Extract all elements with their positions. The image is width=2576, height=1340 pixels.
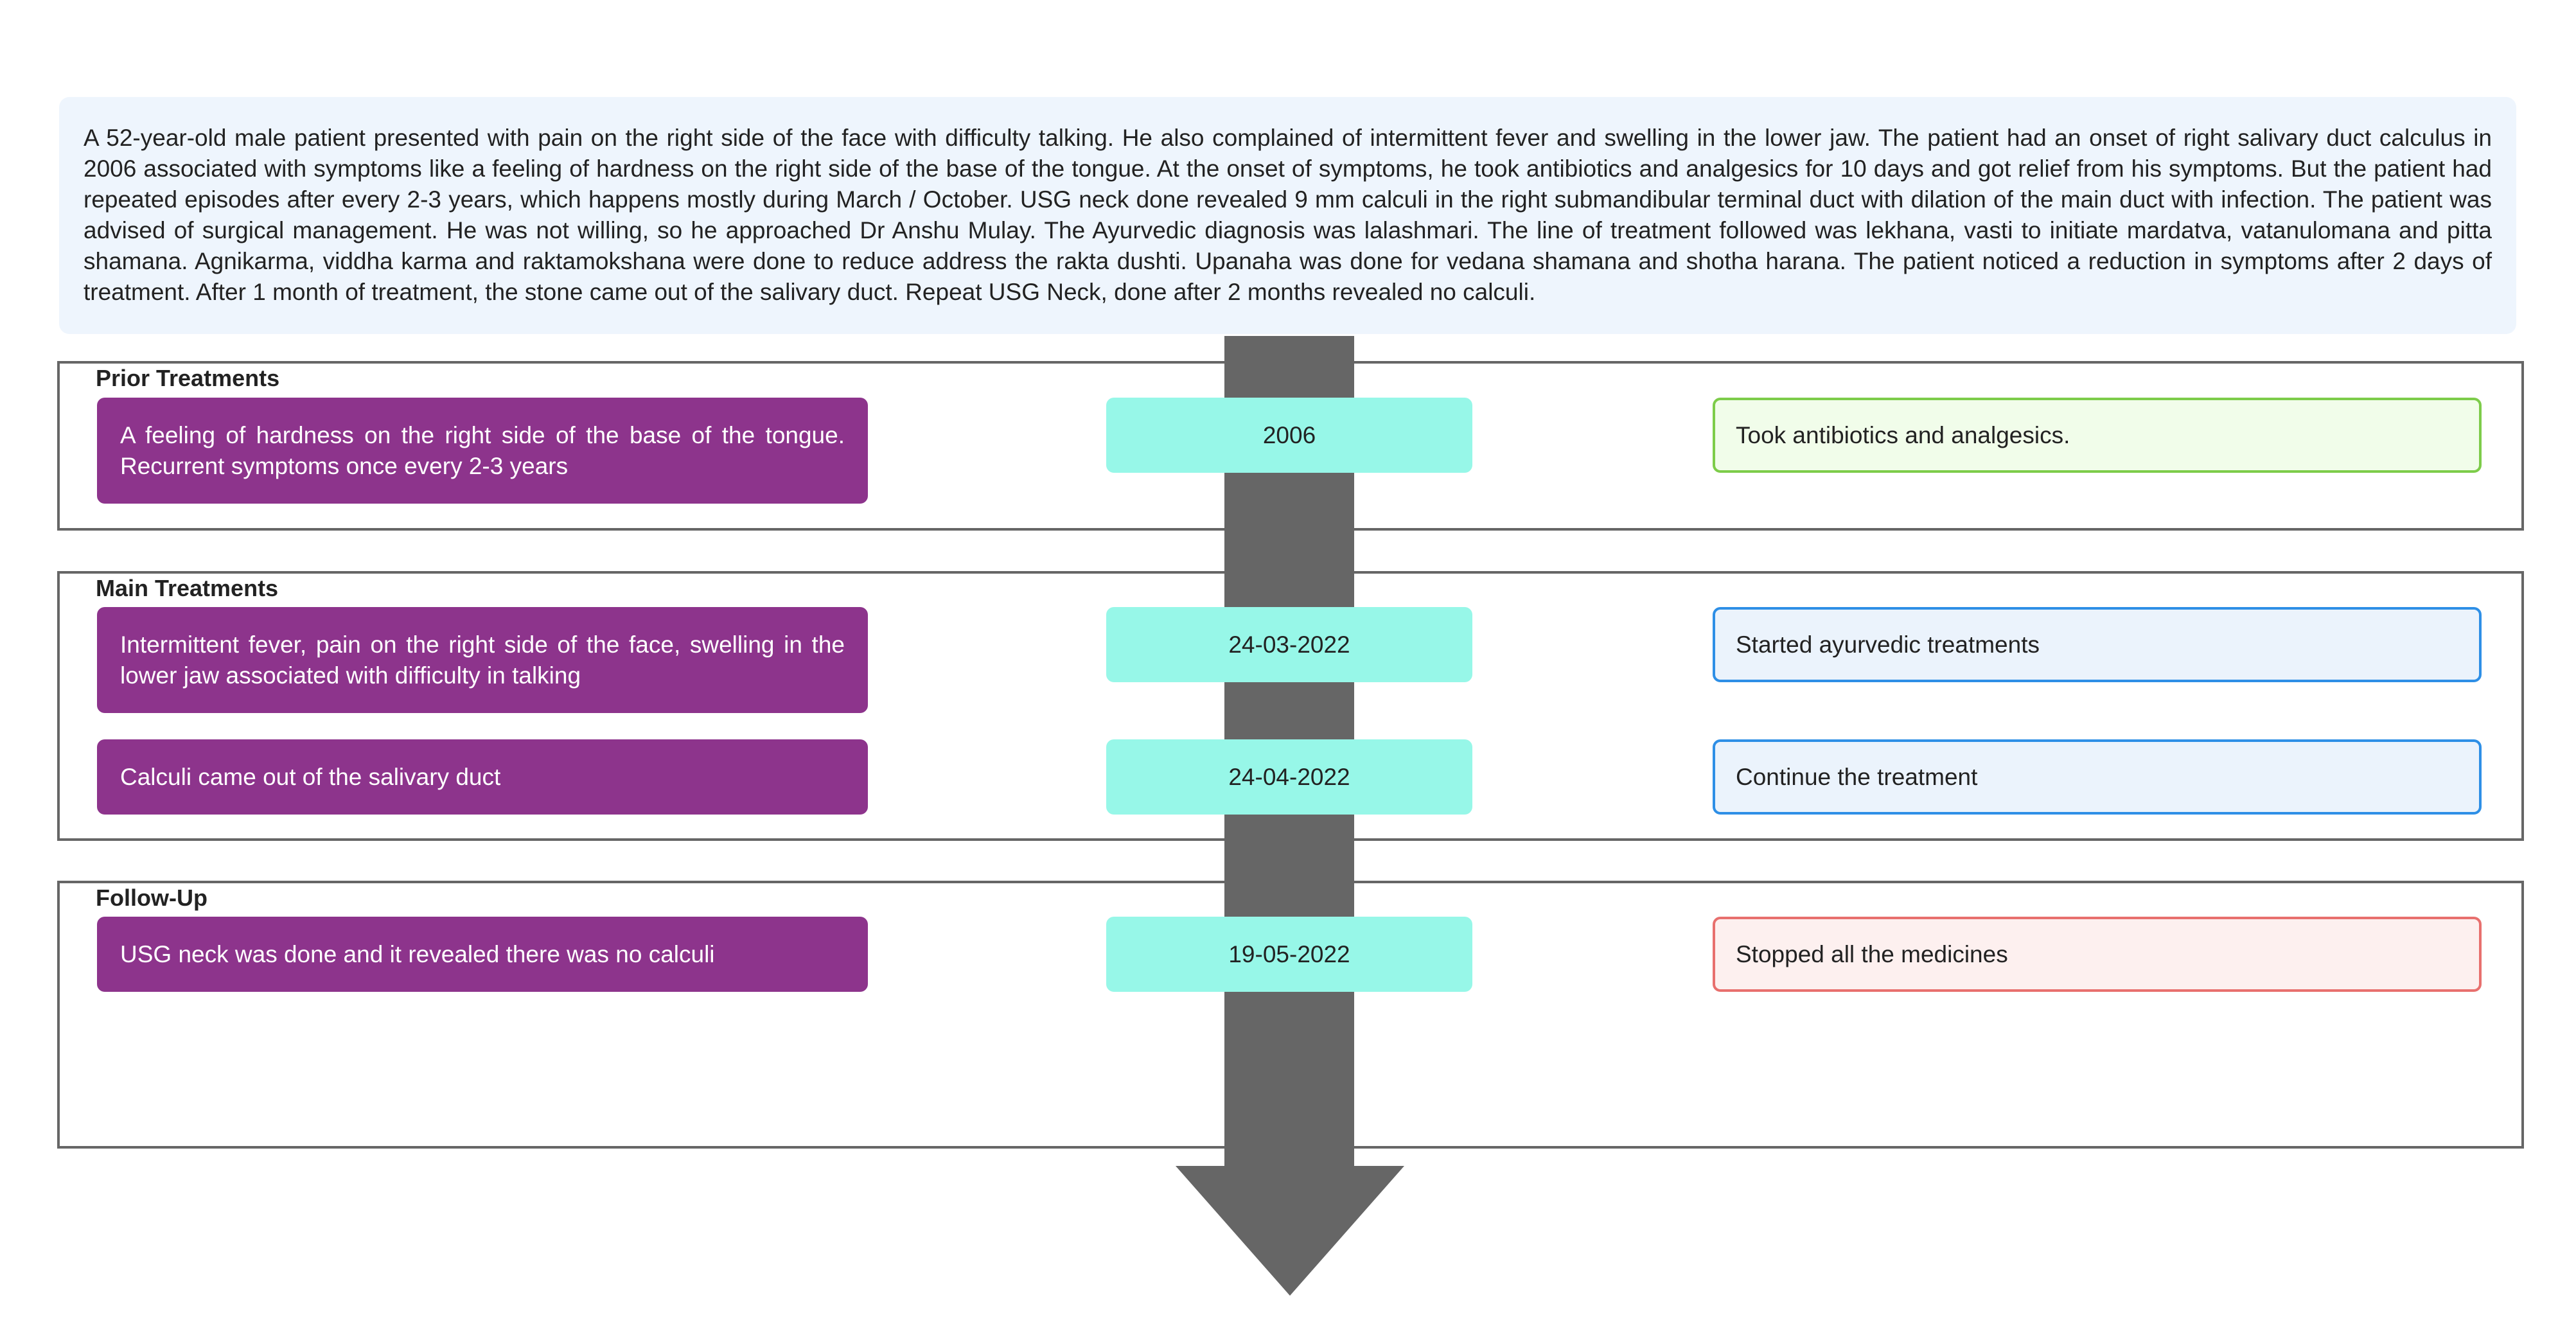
section-main-treatments: Main Treatments [57, 571, 2524, 841]
date-box: 2006 [1106, 398, 1472, 473]
section-follow-up: Follow-Up [57, 881, 2524, 1149]
section-prior-treatments: Prior Treatments [57, 361, 2524, 531]
section-title: Follow-Up [96, 885, 207, 911]
action-box: Stopped all the medicines [1713, 917, 2482, 992]
date-box: 24-03-2022 [1106, 607, 1472, 682]
date-box: 19-05-2022 [1106, 917, 1472, 992]
event-text: Intermittent fever, pain on the right si… [120, 631, 845, 689]
event-box: Intermittent fever, pain on the right si… [97, 607, 868, 713]
timeline-arrow-head [1176, 1166, 1404, 1296]
action-box: Took antibiotics and analgesics. [1713, 398, 2482, 473]
event-text: Calculi came out of the salivary duct [120, 763, 501, 790]
action-box: Continue the treatment [1713, 739, 2482, 815]
event-text: USG neck was done and it revealed there … [120, 940, 715, 967]
event-box: Calculi came out of the salivary duct [97, 739, 868, 815]
event-box: A feeling of hardness on the right side … [97, 398, 868, 504]
case-summary-text: A 52-year-old male patient presented wit… [59, 97, 2516, 334]
section-title: Main Treatments [96, 575, 279, 601]
event-text: A feeling of hardness on the right side … [120, 421, 845, 479]
date-box: 24-04-2022 [1106, 739, 1472, 815]
action-box: Started ayurvedic treatments [1713, 607, 2482, 682]
event-box: USG neck was done and it revealed there … [97, 917, 868, 992]
section-title: Prior Treatments [96, 365, 280, 391]
